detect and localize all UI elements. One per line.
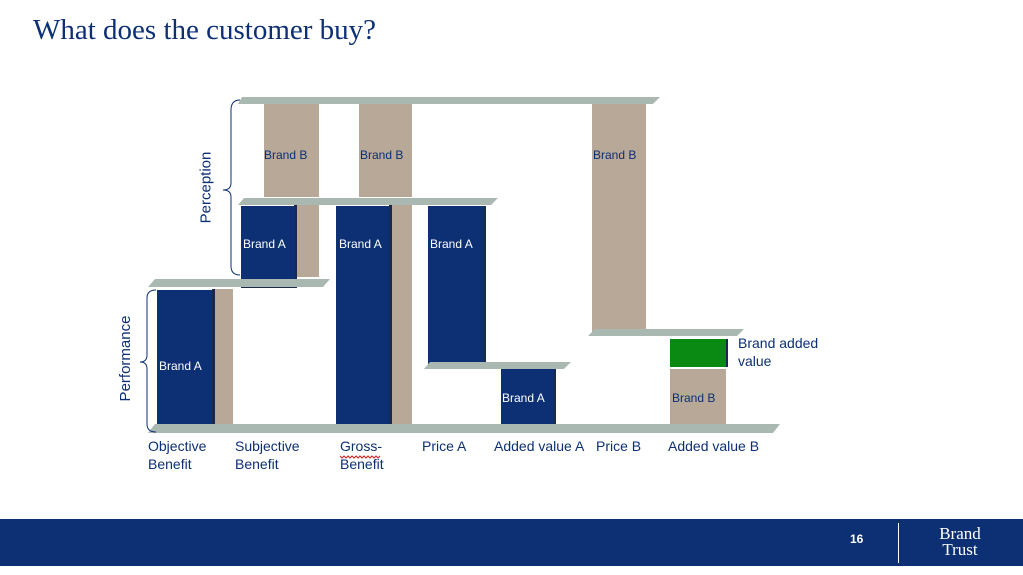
label-subjective-a: Brand A xyxy=(243,237,286,251)
category-label-line2: Benefit xyxy=(340,456,384,472)
category-objective-benefit: Objective Benefit xyxy=(148,437,206,473)
brand-added-value-annotation: Brand added value xyxy=(738,335,819,369)
bar-added-value-b xyxy=(670,369,726,431)
slide-title: What does the customer buy? xyxy=(33,14,377,46)
category-label-line1: Added value B xyxy=(668,438,760,454)
price-a-shelf xyxy=(424,362,571,369)
category-label-line1: Subjective xyxy=(235,438,300,454)
base-shelf xyxy=(148,424,780,433)
label-gross-a: Brand A xyxy=(339,237,382,251)
label-subjective-b: Brand B xyxy=(264,148,307,162)
category-gross-benefit: Gross- Benefit xyxy=(340,437,384,473)
bar-gross-a xyxy=(336,206,389,429)
category-label-line1: Price A xyxy=(422,438,467,454)
bar-gross-b xyxy=(392,205,412,429)
category-label-line1: Price B xyxy=(596,438,642,454)
bar-subjective-b-top xyxy=(264,104,319,197)
brand-value-diagram: Brand B Brand B Brand B Brand A Brand A … xyxy=(139,97,780,459)
label-price-a: Brand A xyxy=(430,237,473,251)
bar-objective-b xyxy=(215,289,233,429)
brand-trust-logo: Brand Trust xyxy=(920,524,1000,559)
category-label-line1: Objective xyxy=(148,438,207,454)
performance-brace xyxy=(139,289,157,433)
top-shelf xyxy=(238,97,660,104)
middle-shelf xyxy=(238,198,498,205)
category-label-line1: Gross- xyxy=(340,438,382,454)
page-number: 16 xyxy=(850,532,864,546)
logo-line2: Trust xyxy=(942,540,978,559)
category-price-b: Price B xyxy=(596,437,641,455)
label-price-b: Brand B xyxy=(593,148,636,162)
bar-gross-b-top xyxy=(359,104,412,197)
category-label-line1: Added value A xyxy=(494,438,585,454)
footer-bar: 16 Brand Trust xyxy=(0,519,1023,566)
spellcheck-squiggle xyxy=(339,455,381,459)
label-objective-a: Brand A xyxy=(159,359,202,373)
perception-axis-label: Perception xyxy=(197,151,215,224)
bar-subjective-b-lower xyxy=(297,205,319,277)
bar-subjective-a xyxy=(241,206,295,288)
category-price-a: Price A xyxy=(422,437,466,455)
bar-price-b xyxy=(592,104,646,334)
category-label-line2: Benefit xyxy=(235,456,279,472)
category-added-value-a: Added value A xyxy=(494,437,584,455)
label-added-value-b: Brand B xyxy=(672,391,715,405)
perception-brace xyxy=(222,99,241,276)
bar-subjective-b-edge xyxy=(294,205,297,288)
logo-line1: Brand xyxy=(939,524,981,543)
label-added-value-a: Brand A xyxy=(502,391,545,405)
bar-added-value-green xyxy=(670,339,726,367)
label-gross-b-top: Brand B xyxy=(360,148,403,162)
price-b-shelf xyxy=(588,329,744,336)
bar-objective-a xyxy=(157,290,212,429)
category-label-line2: Benefit xyxy=(148,456,192,472)
performance-shelf xyxy=(148,279,330,287)
category-added-value-b: Added value B xyxy=(668,437,759,455)
category-subjective-benefit: Subjective Benefit xyxy=(235,437,300,473)
footer-divider xyxy=(898,523,899,563)
bar-added-value-a xyxy=(501,369,554,431)
bar-price-a xyxy=(428,206,484,366)
performance-axis-label: Performance xyxy=(117,315,134,402)
